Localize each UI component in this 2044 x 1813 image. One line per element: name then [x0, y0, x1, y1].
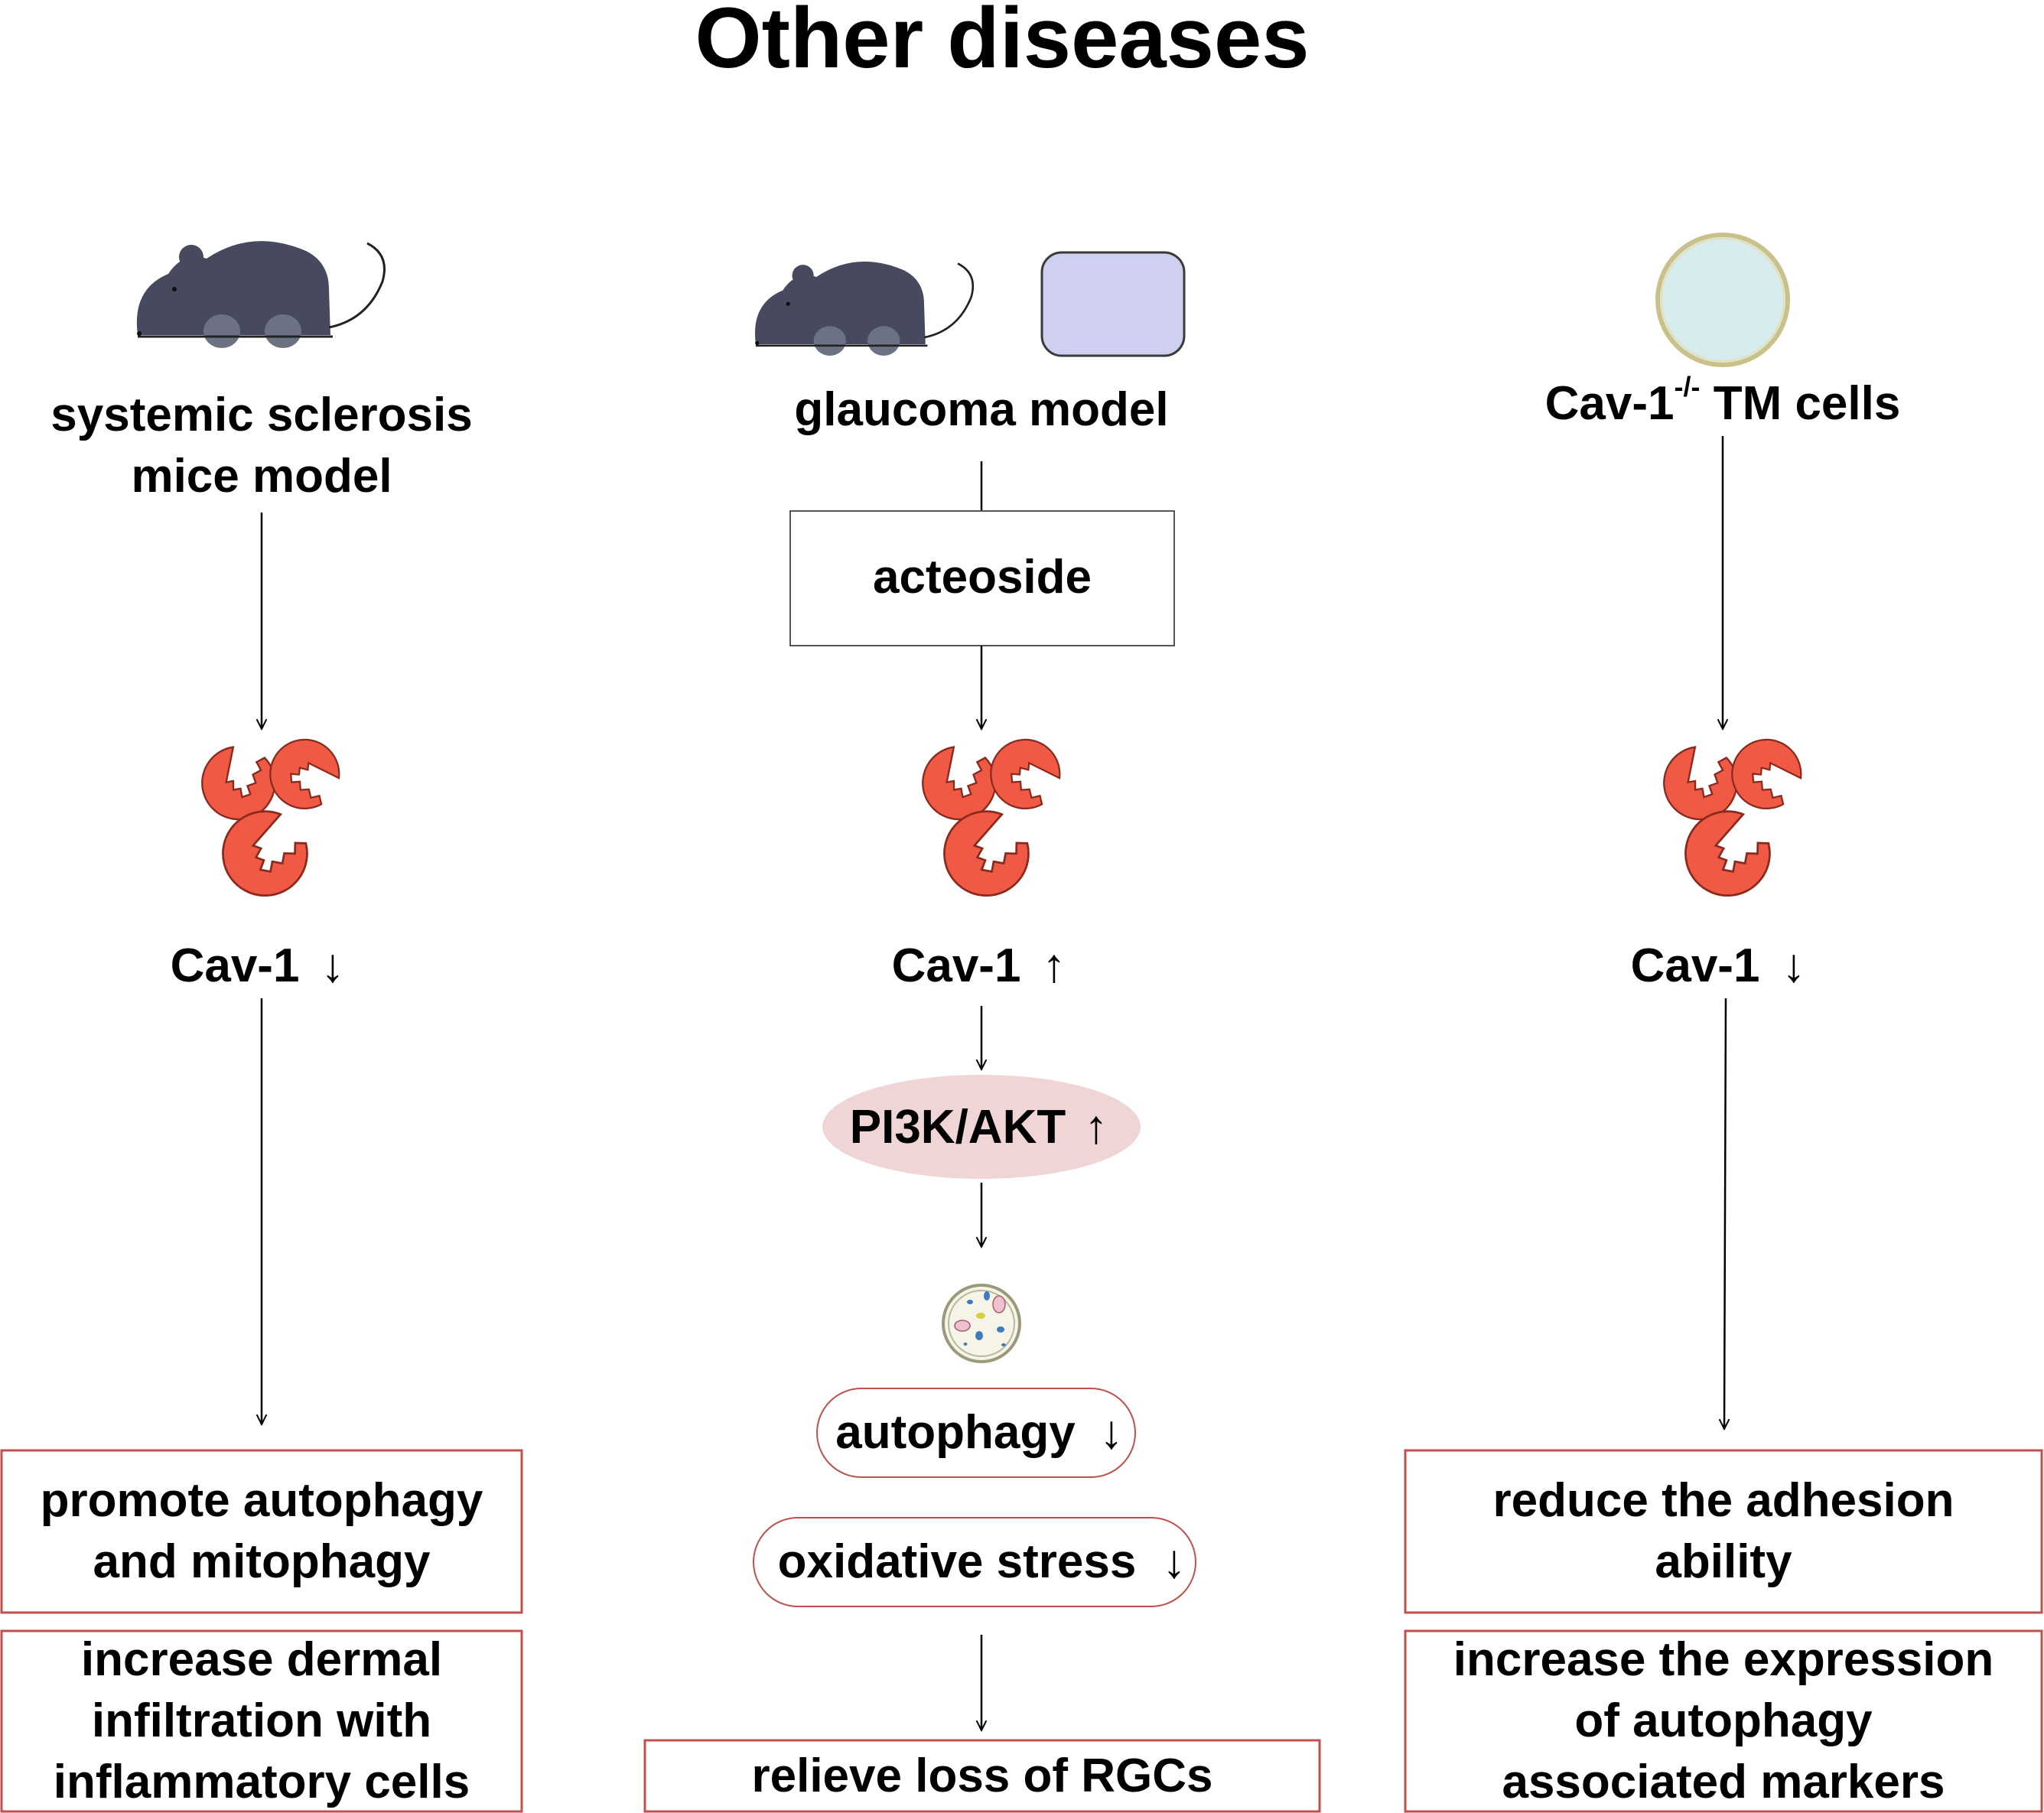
right-effect1-line1: reduce the adhesion: [1493, 1474, 1954, 1527]
right-effect2-line2: of autophagy: [1574, 1694, 1873, 1747]
outcome-box: [643, 1739, 1321, 1813]
right-model-main: Cav-1: [1545, 377, 1675, 430]
page-title: Other diseases: [695, 0, 1309, 86]
right-effect2-line1: increase the expression: [1453, 1633, 1994, 1686]
right-caveolin-protein-icon: [1657, 736, 1805, 909]
oxidative-stress-label: oxidative stress: [778, 1535, 1137, 1588]
left-effect1-line1: promote autophagy: [41, 1474, 483, 1527]
autophagy-label: autophagy: [835, 1406, 1076, 1459]
left-effect2-line3: inflammatory cells: [54, 1756, 470, 1808]
left-effect-box-1: [0, 1449, 523, 1614]
left-effect-box-2: [0, 1629, 523, 1813]
pathway-label: PI3K/AKT: [850, 1101, 1066, 1154]
right-effect-box-1: [1404, 1449, 2043, 1614]
left-effect1-line2: and mitophagy: [93, 1535, 431, 1588]
left-cav-label: Cav-1: [171, 939, 300, 992]
autophagy-pill: [816, 1388, 1136, 1478]
right-cav-arrow: ↓: [1782, 939, 1806, 992]
treatment-box: [789, 510, 1175, 646]
cell-icon: [1655, 233, 1790, 367]
middle-cav-arrow: ↑: [1043, 939, 1066, 992]
left-model-label-line1: systemic sclerosis: [50, 389, 473, 441]
left-effect2-line2: infiltration with: [92, 1694, 431, 1747]
middle-model-label: glaucoma model: [794, 383, 1168, 436]
left-model-label-line2: mice model: [131, 450, 392, 503]
right-effect1-line2: ability: [1655, 1535, 1792, 1588]
middle-caveolin-protein-icon: [916, 736, 1064, 909]
right-arrow-2: [1724, 998, 1726, 1429]
middle-mouse-icon: [753, 260, 975, 357]
right-cav-label: Cav-1: [1631, 939, 1760, 992]
left-cav-arrow: ↓: [321, 939, 345, 992]
right-effect2-line3: associated markers: [1502, 1756, 1945, 1808]
oxidative-stress-arrow: ↓: [1163, 1535, 1186, 1588]
oxidative-stress-pill: [753, 1517, 1196, 1607]
right-model-superscript: -/-: [1675, 371, 1701, 402]
pathway-arrow: ↑: [1085, 1101, 1108, 1154]
middle-cav-label: Cav-1: [892, 939, 1021, 992]
pathway-ellipse: [822, 1075, 1141, 1179]
left-effect2-line1: increase dermal: [81, 1633, 442, 1686]
left-caveolin-protein-icon: [195, 736, 343, 909]
right-effect-box-2: [1404, 1629, 2043, 1813]
treatment-label: acteoside: [873, 551, 1092, 604]
right-model-label: Cav-1-/- TM cells: [1545, 371, 1901, 430]
right-model-rest: TM cells: [1700, 377, 1900, 430]
tissue-dish-icon: [1040, 251, 1186, 357]
outcome-label: relieve loss of RGCs: [751, 1750, 1212, 1802]
autophagy-arrow: ↓: [1100, 1406, 1124, 1459]
left-mouse-icon: [135, 239, 386, 350]
autophagosome-icon: [942, 1284, 1021, 1363]
